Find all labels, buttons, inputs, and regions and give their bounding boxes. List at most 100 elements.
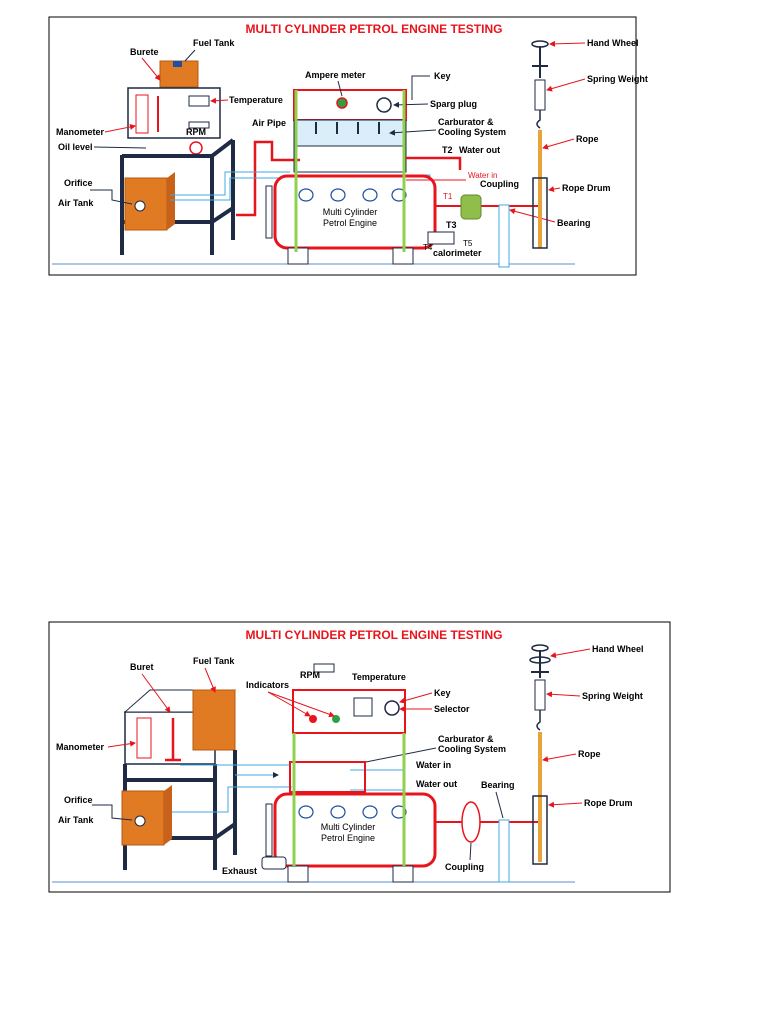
spring-weight-pointer-2 [546,691,581,698]
key-pointer [411,75,430,100]
orifice-label: Orifice [64,178,93,188]
spring-hook-2 [536,710,541,731]
spring-weight-label-2: Spring Weight [582,691,643,701]
rope-label: Rope [576,134,599,144]
carburator-cooling-block [293,119,407,147]
carburator-pointer-2 [365,747,437,763]
engine-cylinders [298,188,407,202]
burete-pointer [141,57,161,81]
hand-wheel-label: Hand Wheel [587,38,639,48]
t3-label: T3 [446,220,457,230]
temperature-label: Temperature [229,95,283,105]
manometer-label: Manometer [56,127,105,137]
temperature-display-2 [353,697,373,717]
water-out-pipe [406,156,462,170]
manometer-tube [135,94,149,134]
fuel-tank-label-2: Fuel Tank [193,656,235,666]
carburator-label-2a: Carburator & [438,734,494,744]
sparg-plug-pointer [393,101,429,108]
air-tank-side [167,172,175,230]
oil-level-pointer [93,146,147,149]
orifice-pointer [90,189,133,205]
orifice-label-2: Orifice [64,795,93,805]
fuel-tank-label: Fuel Tank [193,38,235,48]
indicators-label: Indicators [246,680,289,690]
engine-flywheel-2 [265,803,273,857]
bearing-2 [498,819,510,883]
engine-label-2b: Petrol Engine [321,833,375,843]
rope-drum-label: Rope Drum [562,183,611,193]
rpm-display [188,121,210,129]
coupling-2 [461,801,481,843]
manometer-label-2: Manometer [56,742,105,752]
water-out-label-2: Water out [416,779,457,789]
hand-wheel-pointer-2 [550,648,591,659]
indicators-pointer-1 [267,691,311,717]
rope-drum-pointer-2 [548,801,583,808]
carburator-pointer [389,129,437,136]
water-pipes-2 [172,764,405,813]
engine-label-1: Multi Cylinder [323,207,378,217]
key-pointer-2 [399,692,433,704]
indicators-pointer-2 [267,691,335,718]
key-label-2: Key [434,688,451,698]
rope-drum-label-2: Rope Drum [584,798,633,808]
engine-foot-left [287,247,309,265]
water-in-label-2: Water in [416,760,451,770]
t1-label: T1 [443,192,453,201]
diagram-1: MULTI CYLINDER PETROL ENGINE TESTING Fue… [48,16,648,276]
water-out-label: Water out [459,145,500,155]
engine-foot-left-2 [287,865,309,883]
fuel-tank-cap [173,61,182,67]
calorimeter [427,231,455,245]
air-tank-side-2 [164,785,172,845]
burete-label: Burete [130,47,159,57]
t2-label: T2 [442,145,453,155]
fuel-tank-2 [192,689,236,751]
spark-plugs [315,122,380,134]
temperature-label-2: Temperature [352,672,406,682]
rope-pointer [542,138,575,150]
oil-level-gauge [189,141,203,155]
temperature-pointer [210,97,229,104]
bearing [498,204,510,268]
carburator-label-2: Cooling System [438,127,506,137]
spring-weight-2 [534,679,546,711]
carburator-label-2b: Cooling System [438,744,506,754]
manometer-pointer [104,124,136,133]
engine-cylinders-2 [298,805,407,819]
air-pipe [236,140,300,217]
t5-label: T5 [463,239,473,248]
ampere-meter-pointer [337,80,343,97]
indicator-red [309,715,317,723]
diagram-2: MULTI CYLINDER PETROL ENGINE TESTING Bur… [48,621,671,893]
exhaust [261,856,287,870]
exhaust-label: Exhaust [222,866,257,876]
coupling-pointer-2 [469,842,472,861]
stand-frame-2 [123,750,237,870]
bearing-label: Bearing [557,218,591,228]
hand-wheel-label-2: Hand Wheel [592,644,644,654]
water-in-label: Water in [468,171,498,180]
spring-weight [534,79,546,111]
engine-flywheel [265,185,273,239]
air-tank-label-2: Air Tank [58,815,94,825]
rope-drum-2 [532,795,548,865]
buret-pointer [141,673,171,713]
carburator-cooling-2 [289,761,366,793]
orifice [134,200,146,212]
rope-drum-pointer [548,186,561,193]
rpm-label: RPM [186,127,206,137]
selector-label: Selector [434,704,470,714]
engine-foot-right-2 [392,865,414,883]
oil-level-label: Oil level [58,142,93,152]
bearing-pointer-2 [495,791,504,819]
air-pipe-label: Air Pipe [252,118,286,128]
engine-label-2: Petrol Engine [323,218,377,228]
spring-weight-pointer [546,78,586,92]
rope-drum [532,177,548,249]
orifice-2 [134,815,146,827]
buret-label: Buret [130,662,154,672]
diagram-2-title: MULTI CYLINDER PETROL ENGINE TESTING [246,628,503,642]
